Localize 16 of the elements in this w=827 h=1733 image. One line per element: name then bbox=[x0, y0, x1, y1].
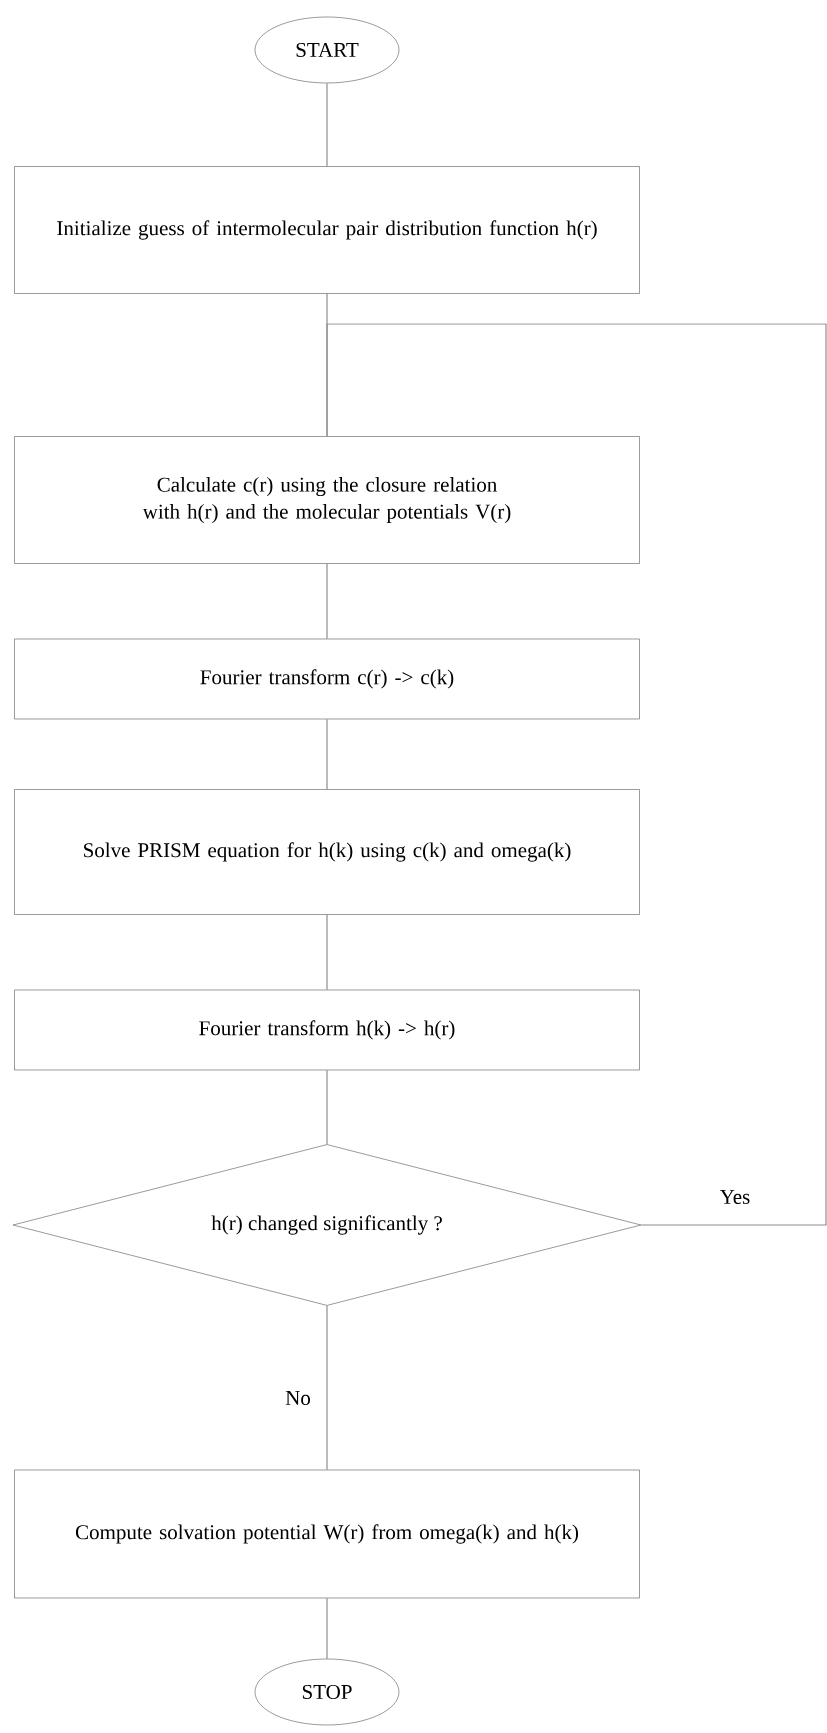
process-box: Solve PRISM equation for h(k) using c(k) and omega(k) bbox=[14, 789, 640, 915]
process-box: Compute solvation potential W(r) from omega(k) and h(k) bbox=[14, 1469, 640, 1599]
process-box: Calculate c(r) using the closure relation with h(r) and the molecular potentials V(r) bbox=[14, 436, 640, 564]
connector-line bbox=[326, 82, 328, 167]
edge-label: No bbox=[283, 1389, 313, 1407]
connector-line bbox=[326, 1597, 328, 1660]
process-box: Fourier transform c(r) -> c(k) bbox=[14, 638, 640, 720]
process-box: Fourier transform h(k) -> h(r) bbox=[14, 989, 640, 1071]
connector-line bbox=[326, 1069, 328, 1145]
connector-line bbox=[326, 1305, 328, 1471]
process-box: Initialize guess of intermolecular pair distribution function h(r) bbox=[14, 166, 640, 294]
connector-line bbox=[326, 323, 827, 1226]
edge-label: Yes bbox=[717, 1188, 753, 1206]
connector-line bbox=[326, 718, 328, 790]
connector-line bbox=[326, 914, 328, 991]
connector-line bbox=[326, 563, 328, 640]
